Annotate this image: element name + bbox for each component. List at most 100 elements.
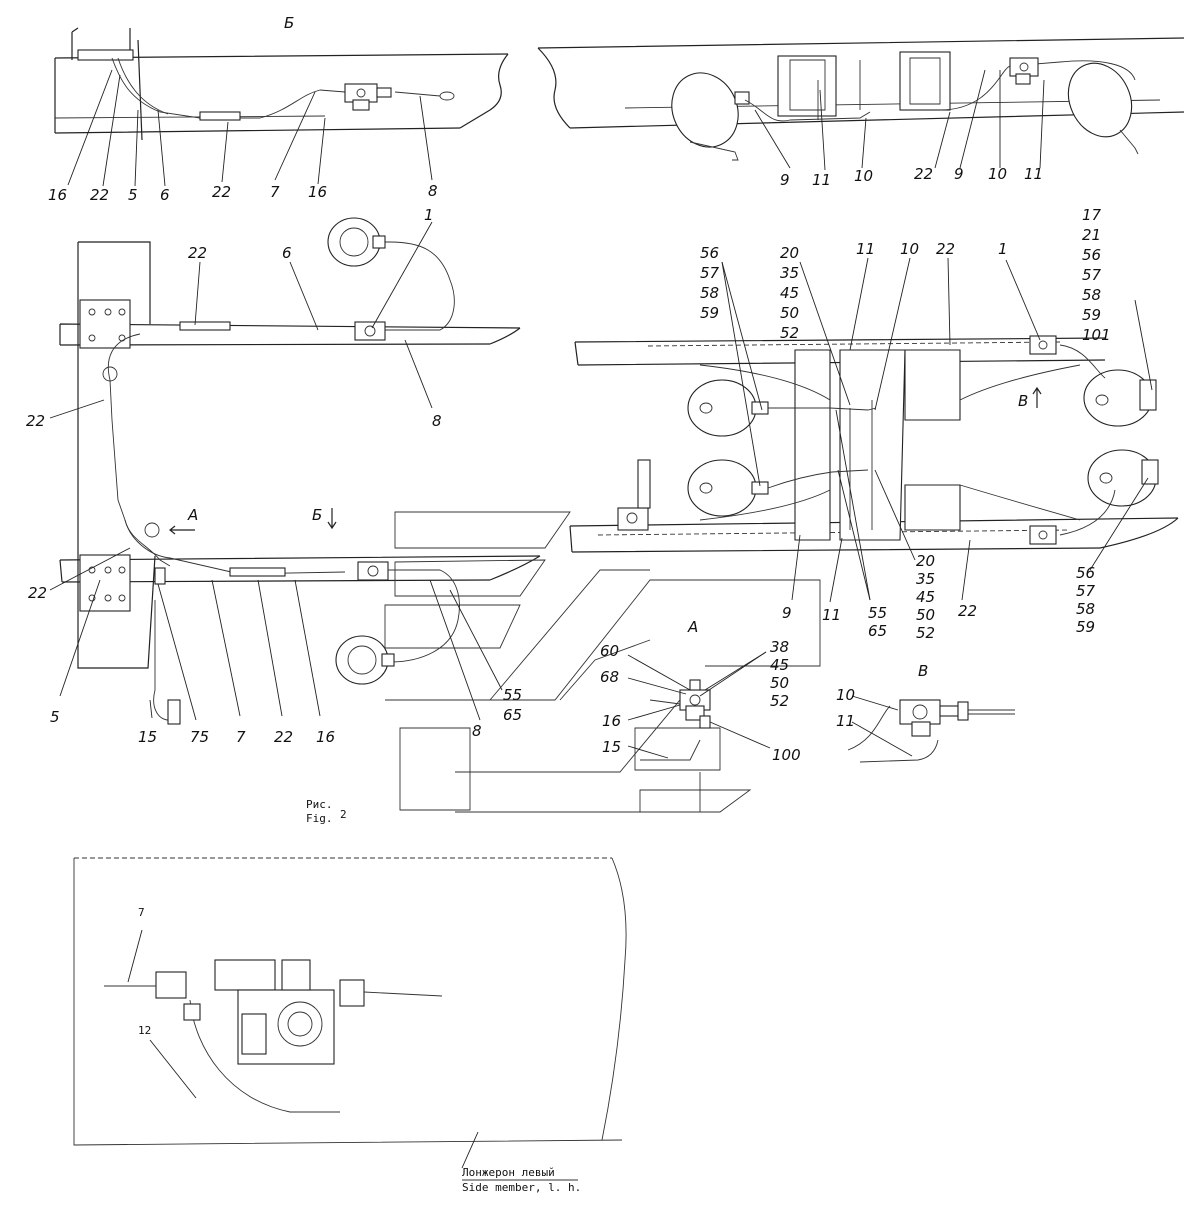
- arrow-v-label: В: [1018, 392, 1028, 410]
- part-number-label: 1: [424, 206, 434, 224]
- part-number-label: 58: [1076, 600, 1095, 618]
- part-number-label: 10: [836, 686, 855, 704]
- part-number-label: 10: [854, 167, 873, 185]
- part-number-label: 60: [600, 642, 619, 660]
- part-number-label: 45: [916, 588, 935, 606]
- part-number-label: 6: [282, 244, 292, 262]
- valve-a-icon: [679, 679, 711, 729]
- background-frame-outline: [384, 511, 821, 813]
- part-number-label: 7: [138, 906, 145, 919]
- part-number-label: 59: [1082, 306, 1101, 324]
- part-number-label: 65: [868, 622, 887, 640]
- part-number-label: 56: [1082, 246, 1101, 264]
- part-number-label: 57: [700, 264, 720, 282]
- valve-b-icon: [344, 83, 392, 111]
- part-number-label: 5: [50, 708, 60, 726]
- part-number-label: 9: [782, 604, 792, 622]
- part-number-label: 16: [602, 712, 621, 730]
- bottom-detail: 7 12 Лонжерон левый Side member, l. h.: [73, 857, 627, 1194]
- part-number-label: 5: [128, 186, 138, 204]
- part-number-label: 8: [432, 412, 442, 430]
- part-number-label: 22: [28, 584, 47, 602]
- part-number-label: 15: [138, 728, 157, 746]
- part-number-label: 52: [916, 624, 935, 642]
- part-number-label: 38: [770, 638, 789, 656]
- plan-left-labels: 1 22 6 8 22 22 5 75 15 7 22 16 8 55 65: [26, 206, 522, 746]
- hand-valve-icon: [617, 459, 651, 531]
- part-number-label: 22: [90, 186, 109, 204]
- part-number-label: 22: [188, 244, 207, 262]
- part-number-label: 58: [1082, 286, 1101, 304]
- part-number-label: 56: [1076, 564, 1095, 582]
- view-b-mark: Б: [284, 14, 294, 32]
- part-number-label: 8: [428, 182, 438, 200]
- part-number-label: 20: [916, 552, 935, 570]
- part-number-label: 9: [954, 165, 964, 183]
- part-number-label: 6: [160, 186, 170, 204]
- part-number-label: 11: [812, 171, 831, 189]
- view-b-labels: 16 22 5 6 22 7 16 8: [48, 182, 438, 204]
- figure-caption: Рис. Fig. 2: [306, 798, 347, 825]
- part-number-label: 100: [772, 746, 801, 764]
- brake-chamber-upper-icon: [327, 217, 386, 267]
- part-number-label: 11: [822, 606, 841, 624]
- part-number-label: 22: [274, 728, 293, 746]
- part-number-label: 12: [138, 1024, 151, 1037]
- part-number-label: 65: [503, 706, 522, 724]
- chamber-p3-icon: [1083, 369, 1157, 427]
- part-number-label: 16: [48, 186, 67, 204]
- part-number-label: 10: [988, 165, 1007, 183]
- part-number-label: Fig.: [306, 812, 333, 825]
- part-number-label: 22: [212, 183, 231, 201]
- arrow-b-label: Б: [312, 506, 322, 524]
- part-number-label: 35: [916, 570, 935, 588]
- part-number-label: 59: [1076, 618, 1095, 636]
- part-number-label: 15: [602, 738, 621, 756]
- part-number-label: 9: [780, 171, 790, 189]
- valve-v-icon: [899, 699, 969, 737]
- brake-chamber-right-side-icon: [1067, 62, 1139, 155]
- part-number-label: 20: [780, 244, 799, 262]
- part-number-label: 8: [472, 722, 482, 740]
- part-number-label: 45: [780, 284, 799, 302]
- plan-right-labels-stack: 17 21 56 57 58 59 101: [1082, 206, 1111, 344]
- chamber-p2-icon: [687, 459, 769, 517]
- footer-ru: Лонжерон левый: [462, 1166, 555, 1179]
- part-number-label: 58: [700, 284, 719, 302]
- view-v-detail: В 10 11: [836, 662, 1015, 763]
- valve-p-upper-icon: [1029, 335, 1057, 355]
- valve-plan-lower-icon: [357, 561, 389, 581]
- part-number-label: 11: [1024, 165, 1043, 183]
- part-number-label: 56: [700, 244, 719, 262]
- arrow-a-label: А: [187, 506, 198, 524]
- part-number-label: 75: [190, 728, 209, 746]
- view-side-right: 9 11 10 22 9 10 11: [537, 37, 1185, 189]
- part-number-label: 68: [600, 668, 619, 686]
- part-number-label: Рис.: [306, 798, 333, 811]
- view-b-side: Б 16 22 5 6 22: [48, 14, 509, 204]
- part-number-label: 21: [1082, 226, 1101, 244]
- part-number-label: 57: [1082, 266, 1102, 284]
- part-number-label: 50: [916, 606, 935, 624]
- footer-en: Side member, l. h.: [462, 1181, 581, 1194]
- part-number-label: 50: [770, 674, 789, 692]
- part-number-label: 55: [503, 686, 522, 704]
- valve-detail-icon: [155, 959, 365, 1065]
- part-number-label: 7: [236, 728, 246, 746]
- part-number-label: 22: [26, 412, 45, 430]
- plan-left: А Б 1 22 6 8 22 22 5 75 15 7 22 16: [26, 206, 541, 746]
- part-number-label: 101: [1082, 326, 1111, 344]
- part-number-label: 59: [700, 304, 719, 322]
- view-v-mark: В: [918, 662, 928, 680]
- view-a-mark: А: [687, 618, 698, 636]
- part-number-label: 17: [1082, 206, 1102, 224]
- part-number-label: 35: [780, 264, 799, 282]
- part-number-label: 16: [316, 728, 335, 746]
- part-number-label: 45: [770, 656, 789, 674]
- part-number-label: 22: [958, 602, 977, 620]
- part-number-label: 10: [900, 240, 919, 258]
- part-number-label: 11: [836, 712, 855, 730]
- valve-side-icon: [1009, 57, 1039, 85]
- part-number-label: 1: [998, 240, 1008, 258]
